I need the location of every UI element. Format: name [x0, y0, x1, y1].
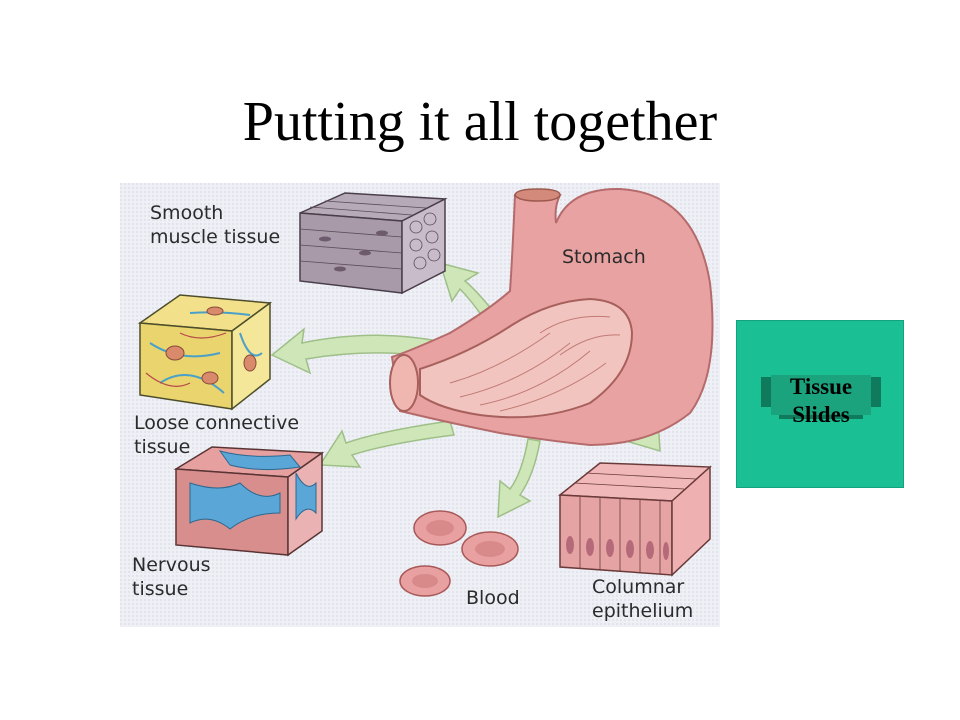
smooth-muscle-block — [299, 192, 448, 295]
label-blood: Blood — [466, 587, 520, 609]
label-columnar-line2: epithelium — [592, 600, 693, 622]
label-smooth-line2: muscle tissue — [150, 226, 280, 248]
label-loose-line1: Loose connective — [134, 412, 299, 434]
tissue-slides-line2: Slides — [792, 402, 850, 427]
tissue-diagram: Smooth muscle tissue Stomach Loose conne… — [120, 183, 720, 627]
label-nervous-line2: tissue — [132, 578, 188, 600]
tissue-slides-line1: Tissue — [789, 374, 853, 399]
loose-connective-block — [137, 294, 273, 411]
label-columnar-line1: Columnar — [592, 576, 684, 598]
stomach-illustration — [389, 187, 714, 447]
label-smooth-line1: Smooth — [150, 202, 223, 224]
tissue-slides-label: Tissue Slides — [737, 373, 905, 429]
arrow-nervous — [318, 420, 455, 468]
columnar-epithelium-block — [557, 462, 712, 577]
arrow-blood — [497, 438, 541, 519]
label-loose-line2: tissue — [134, 436, 190, 458]
blood-cells — [399, 510, 519, 597]
label-nervous-line1: Nervous — [132, 554, 211, 576]
slide-title: Putting it all together — [242, 91, 718, 153]
label-stomach: Stomach — [562, 246, 646, 268]
nervous-tissue-block — [173, 446, 325, 557]
banner-icon — [761, 375, 881, 419]
tissue-slides-button[interactable]: Tissue Slides — [736, 320, 904, 488]
